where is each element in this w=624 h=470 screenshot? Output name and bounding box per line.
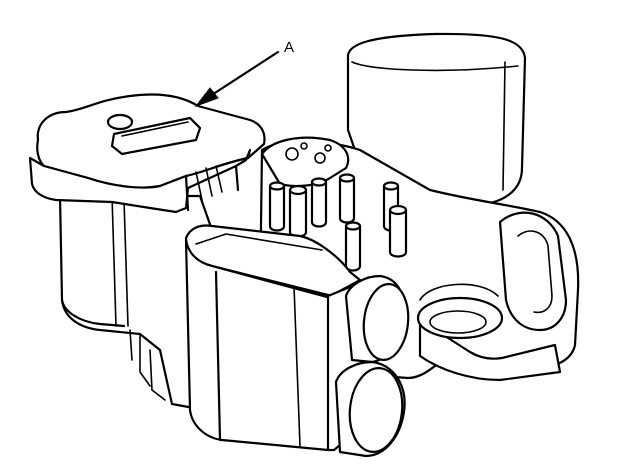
callout-a-label: A — [284, 39, 294, 56]
relay-cover-a — [28, 93, 266, 214]
brake-line-ports — [260, 136, 408, 272]
valve-caps — [334, 274, 410, 458]
callout-a: A — [194, 39, 294, 108]
relay-body — [58, 194, 217, 412]
